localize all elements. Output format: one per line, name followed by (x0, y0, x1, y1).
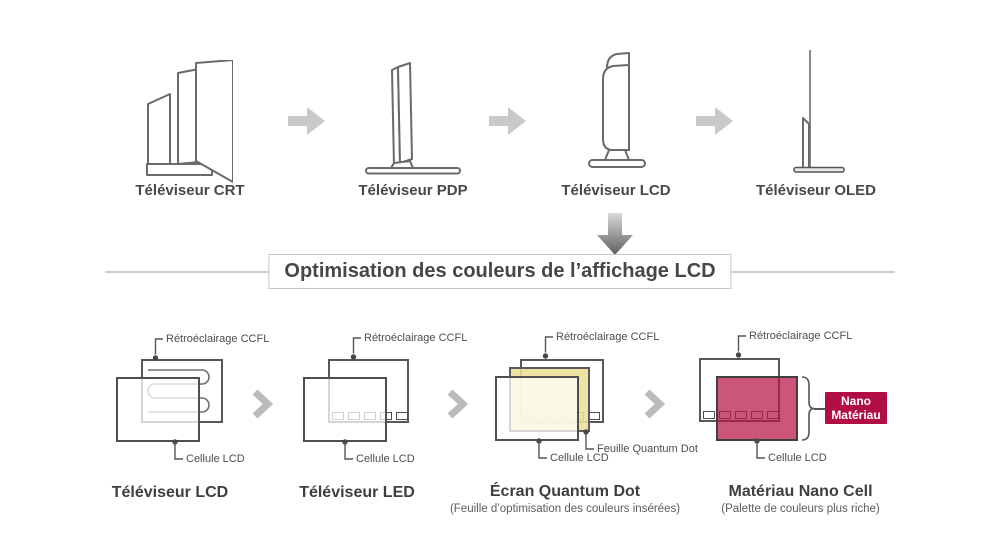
nano-material-layer (716, 376, 798, 441)
leader-line (342, 439, 353, 460)
leader-line (583, 429, 594, 450)
backlight-label: Rétroéclairage CCFL (166, 333, 270, 345)
arrow-right-icon (288, 107, 325, 135)
tv-label-lcd: Téléviseur LCD (561, 182, 671, 199)
led-segment (396, 412, 408, 420)
oled-tv-icon (793, 50, 845, 173)
diagram-title-led: Téléviseur LED (299, 484, 415, 501)
lcd-cell-panel (303, 377, 387, 442)
led-segment (703, 411, 715, 419)
tv-label-pdp: Téléviseur PDP (358, 182, 468, 199)
crt-tv-icon (146, 60, 233, 183)
diagram-title-quantum-dot: Écran Quantum Dot (Feuille d’optimisatio… (435, 482, 695, 516)
leader-line (152, 338, 163, 361)
diagram-lcd-tv: Rétroéclairage CCFL Cellule LCD (105, 330, 285, 480)
lcd-tv-icon (588, 52, 646, 168)
nano-material-badge: Nano Matériau (825, 392, 887, 424)
leader-line (536, 438, 547, 459)
badge-connector (814, 407, 825, 410)
backlight-label: Rétroéclairage CCFL (364, 332, 468, 344)
leader-line (172, 439, 183, 460)
cell-label: Cellule LCD (768, 452, 827, 464)
diagram-title-lcd: Téléviseur LCD (111, 484, 229, 501)
diagram-subtitle: (Palette de couleurs plus riche) (721, 503, 880, 515)
leader-line (542, 336, 553, 359)
chevron-right-icon (447, 390, 468, 418)
diagram-led-tv: Rétroéclairage CCFL Cellule LCD (295, 330, 475, 480)
lcd-cell-panel (116, 377, 200, 442)
leader-line (350, 337, 361, 360)
brace-icon (801, 376, 815, 441)
cell-label: Cellule LCD (550, 452, 609, 464)
tv-evolution-row: Téléviseur CRT Téléviseur PDP Téléviseur… (0, 0, 1000, 210)
chevron-right-icon (644, 390, 665, 418)
pdp-tv-icon (365, 62, 461, 175)
diagram-subtitle: (Feuille d’optimisation des couleurs ins… (449, 503, 681, 515)
diagram-quantum-dot: Rétroéclairage CCFL Feuille Quantum Dot … (480, 330, 710, 480)
leader-line (735, 335, 746, 358)
lcd-cell-panel (495, 376, 579, 441)
diagram-title-nano-cell: Matériau Nano Cell (Palette de couleurs … (688, 482, 913, 516)
quantum-sheet-label: Feuille Quantum Dot (597, 443, 698, 455)
section-title: Optimisation des couleurs de l’affichage… (268, 254, 732, 289)
cell-label: Cellule LCD (186, 453, 245, 465)
arrow-right-icon (696, 107, 733, 135)
leader-line (754, 438, 765, 459)
tv-label-crt: Téléviseur CRT (135, 182, 245, 199)
cell-label: Cellule LCD (356, 453, 415, 465)
diagram-nano-cell: Nano Matériau Rétroéclairage CCFL Cellul… (690, 330, 940, 480)
backlight-label: Rétroéclairage CCFL (556, 331, 660, 343)
backlight-label: Rétroéclairage CCFL (749, 330, 853, 342)
chevron-right-icon (252, 390, 273, 418)
arrow-right-icon (489, 107, 526, 135)
arrow-down-icon (597, 213, 633, 255)
tv-label-oled: Téléviseur OLED (755, 182, 877, 199)
